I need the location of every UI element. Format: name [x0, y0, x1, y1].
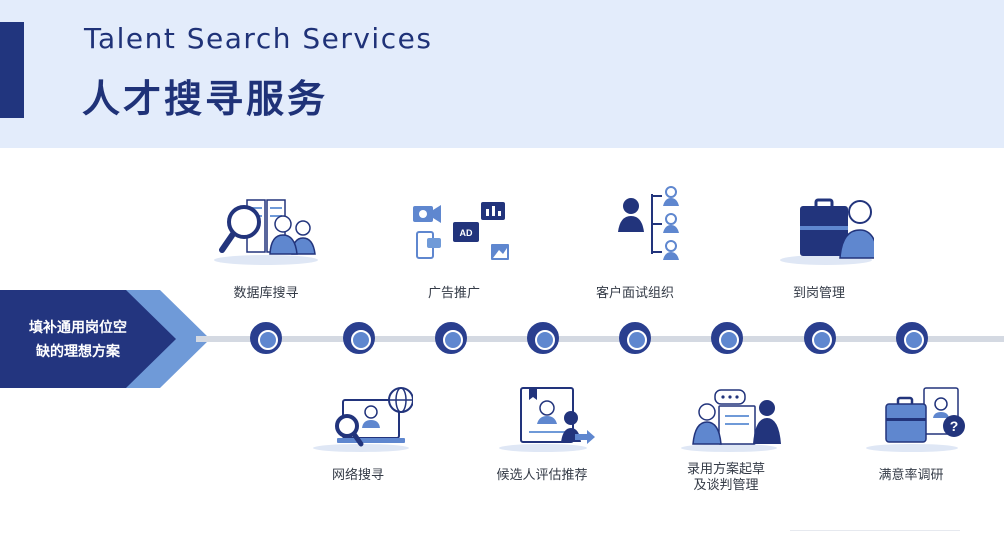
timeline-dot-1 [250, 322, 282, 354]
svg-text:?: ? [950, 418, 959, 434]
header-banner: Talent Search Services 人才搜寻服务 [0, 0, 1004, 148]
ad-badge-text: AD [460, 228, 473, 238]
start-arrow-line2: 缺的理想方案 [36, 344, 120, 360]
footer-divider [790, 530, 960, 531]
header-accent-bar [0, 22, 24, 118]
advertising-icon: AD [413, 202, 509, 260]
step-interview-organization: 客户面试组织 [560, 184, 710, 301]
step-label-advertising: 广告推广 [427, 286, 480, 301]
page-title-chinese: 人才搜寻服务 [82, 77, 329, 121]
timeline-dot-5 [619, 322, 651, 354]
database-search-icon [214, 199, 318, 265]
timeline-dot-2 [343, 322, 375, 354]
step-label-interview-organization: 客户面试组织 [595, 286, 674, 301]
timeline-dot-6 [711, 322, 743, 354]
step-label-candidate-evaluation: 候选人评估推荐 [496, 468, 588, 483]
step-label-onboarding: 到岗管理 [792, 286, 845, 301]
step-label-offer-drafting-line1: 录用方案起草 [686, 462, 765, 477]
chevron-arrow-icon [0, 290, 210, 388]
offer-draft-icon [681, 389, 781, 452]
step-database-search: 数据库搜寻 [191, 192, 341, 301]
step-offer-drafting: 录用方案起草 及谈判管理 [651, 386, 801, 494]
step-label-web-search: 网络搜寻 [331, 468, 384, 483]
timeline-dot-3 [435, 322, 467, 354]
step-web-search: 网络搜寻 [283, 386, 433, 483]
interview-org-icon [618, 186, 679, 260]
step-label-database-search: 数据库搜寻 [233, 286, 299, 301]
timeline-dot-4 [527, 322, 559, 354]
onboarding-icon [780, 198, 874, 265]
step-onboarding: 到岗管理 [744, 192, 894, 301]
step-satisfaction-survey: ? 满意率调研 [836, 386, 986, 483]
page-title-english: Talent Search Services [84, 22, 433, 55]
step-label-offer-drafting-line2: 及谈判管理 [693, 478, 759, 493]
timeline-line [196, 336, 1004, 342]
start-arrow-line1: 填补通用岗位空 [29, 320, 127, 336]
timeline-dot-7 [804, 322, 836, 354]
step-label-satisfaction-survey: 满意率调研 [878, 468, 944, 483]
satisfaction-survey-icon: ? [866, 387, 965, 452]
candidate-eval-icon [499, 387, 595, 452]
step-candidate-evaluation: 候选人评估推荐 [467, 386, 617, 483]
start-arrow: 填补通用岗位空 缺的理想方案 [0, 290, 210, 388]
web-search-icon [313, 387, 413, 452]
timeline-dot-8 [896, 322, 928, 354]
step-advertising: AD 广告推广 [379, 192, 529, 301]
start-arrow-text: 填补通用岗位空 缺的理想方案 [16, 316, 140, 364]
